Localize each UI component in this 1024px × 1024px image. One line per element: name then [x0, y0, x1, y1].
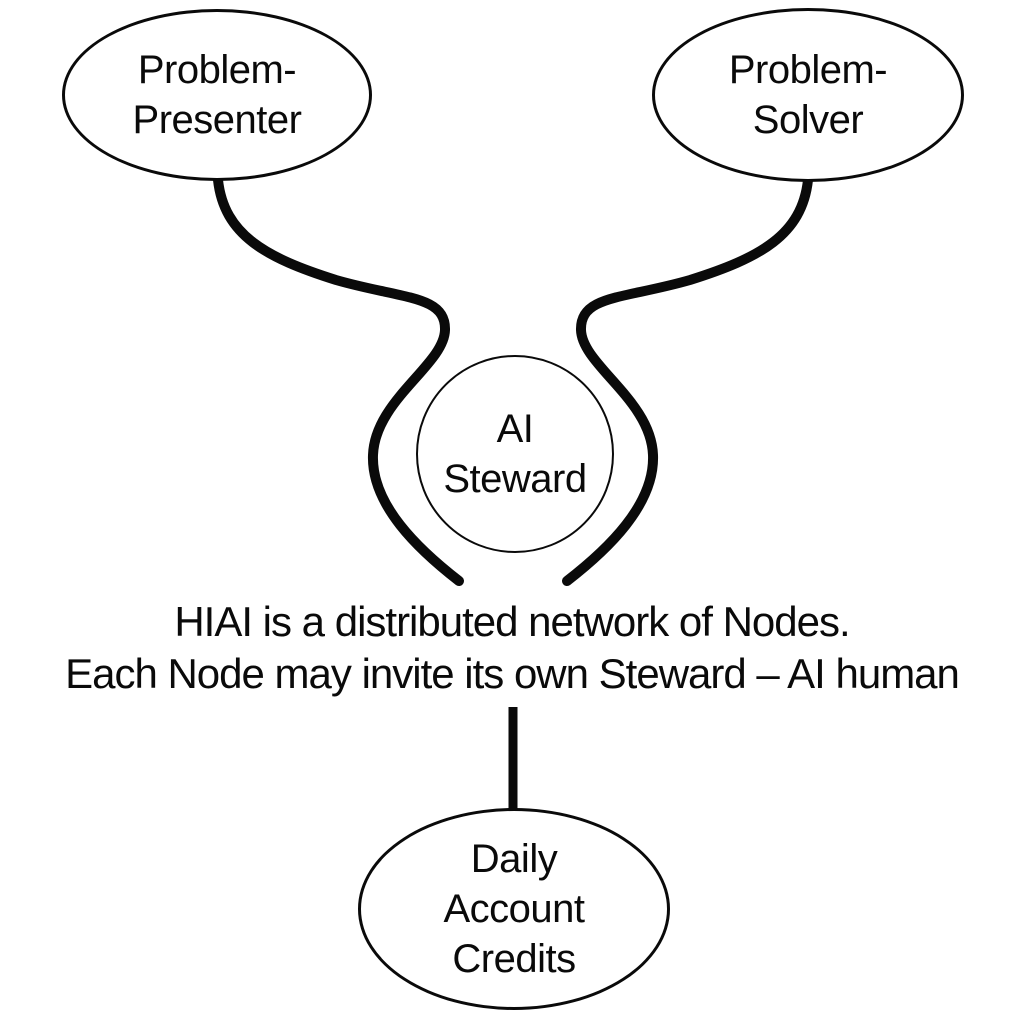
node-ai-steward: AI Steward	[416, 355, 614, 553]
node-problem-solver: Problem- Solver	[652, 8, 964, 182]
node-problem-presenter: Problem- Presenter	[62, 9, 372, 181]
connector-presenter-to-hub	[213, 175, 464, 586]
node-daily-account-credits: Daily Account Credits	[358, 808, 670, 1010]
ai-steward-label: AI Steward	[443, 407, 587, 501]
caption-line-2: Each Node may invite its own Steward – A…	[65, 650, 960, 697]
caption: HIAI is a distributed network of Nodes. …	[0, 596, 1024, 700]
caption-line-1: HIAI is a distributed network of Nodes.	[174, 598, 850, 645]
connector-solver-to-hub	[562, 175, 813, 586]
problem-solver-label: Problem- Solver	[728, 48, 888, 142]
problem-presenter-label: Problem- Presenter	[132, 48, 302, 142]
daily-account-credits-label: Daily Account Credits	[443, 837, 585, 981]
